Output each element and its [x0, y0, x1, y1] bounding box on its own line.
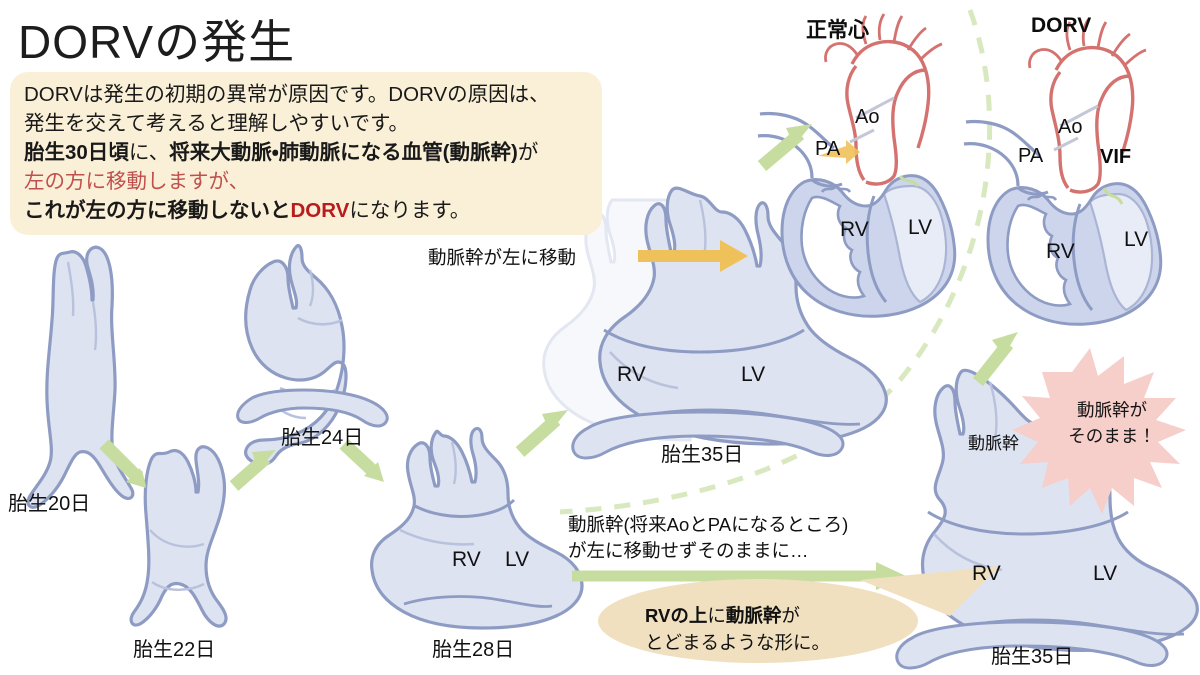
arrow-35top-to-normal	[757, 124, 812, 171]
intro-line-1: DORVは発生の初期の異常が原因です。DORVの原因は、	[24, 83, 550, 106]
intro-line-3-b: に、	[128, 141, 170, 164]
stage-label-day28: 胎生28日	[432, 639, 515, 661]
callout-line-1-b: に	[707, 605, 726, 626]
intro-line-5-b: DORV	[290, 199, 350, 222]
dorv-pa-label: PA	[1018, 145, 1044, 167]
embryo-day35-top-base	[571, 410, 845, 460]
truncus-arteriosus-label: 動脈幹	[968, 434, 1019, 453]
dorv-ao-label: Ao	[1058, 116, 1083, 138]
intro-line-5-c: になります。	[349, 199, 471, 222]
path-explanation: 動脈幹(将来AoとPAになるところ) が左に移動せずそのままに…	[568, 512, 848, 564]
embryo-day24-base	[236, 388, 389, 428]
intro-line-3: 胎生30日頃に、将来大動脈・肺動脈になる血管(動脈幹)が	[24, 138, 590, 167]
day28-rv-label: RV	[452, 548, 481, 571]
stage-label-day22: 胎生22日	[133, 639, 216, 661]
arrow-28-to-35	[515, 410, 568, 457]
starburst-callout	[1012, 348, 1186, 514]
stage-label-day20: 胎生20日	[8, 493, 91, 515]
day28-lv-label: LV	[505, 548, 530, 571]
embryo-day28	[370, 426, 584, 630]
truncus-moves-left-label: 動脈幹が左に移動	[428, 247, 577, 268]
dorv-heart-title: DORV	[1031, 14, 1092, 37]
callout-line-1: RVの上に動脈幹が	[645, 602, 830, 629]
callout-line-1-c: 動脈幹	[725, 605, 782, 626]
stage-label-day35-bottom: 胎生35日	[991, 646, 1074, 668]
day35top-rv-label: RV	[617, 363, 646, 386]
intro-line-4: 左の方に移動しますが、	[24, 170, 250, 193]
callout-text: RVの上に動脈幹が とどまるような形に。	[645, 602, 830, 656]
normal-lv-label: LV	[908, 216, 933, 239]
day35top-lv-label: LV	[741, 363, 766, 386]
arrow-24-to-28	[339, 439, 384, 482]
dorv-lv-label: LV	[1124, 228, 1149, 251]
callout-ellipse	[598, 566, 1000, 663]
stage-label-day24: 胎生24日	[281, 427, 364, 449]
dorv-rv-label: RV	[1046, 240, 1075, 263]
embryo-day35-bottom-base	[895, 620, 1169, 670]
starburst-text: 動脈幹が そのまま！	[1053, 397, 1171, 449]
intro-line-3-c: 将来大動脈・肺動脈になる血管(動脈幹)	[169, 141, 518, 164]
intro-line-3-a: 胎生30日頃	[24, 141, 129, 164]
arrow-35bottom-to-dorv	[972, 332, 1018, 387]
intro-text-box: DORVは発生の初期の異常が原因です。DORVの原因は、 発生を交えて考えると理…	[10, 72, 602, 235]
intro-line-2: 発生を交えて考えると理解しやすいです。	[24, 112, 409, 135]
page-title: DORVの発生	[18, 16, 296, 68]
intro-line-3-d: が	[517, 141, 539, 164]
day35bottom-rv-label: RV	[972, 562, 1001, 585]
starburst-line-1: 動脈幹が	[1077, 400, 1147, 420]
dashed-green-arc	[559, 9, 993, 515]
arrow-20-to-22-shaft	[99, 439, 146, 488]
day35bottom-lv-label: LV	[1093, 562, 1118, 585]
intro-line-5-a: これが左の方に移動しないと	[24, 199, 291, 222]
callout-line-1-d: が	[781, 605, 800, 626]
embryo-day22	[129, 445, 228, 628]
starburst-line-2: そのまま！	[1068, 426, 1156, 446]
normal-heart-diagram	[757, 13, 957, 318]
dorv-vif-label: VIF	[1100, 146, 1132, 168]
callout-line-2: とどまるような形に。	[645, 632, 831, 653]
callout-line-1-a: RVの上	[645, 605, 708, 626]
arrow-22-to-24	[229, 450, 276, 491]
path-line-2: が左に移動せずそのままに…	[568, 540, 809, 561]
normal-heart-title: 正常心	[806, 19, 869, 42]
stage-label-day35-top: 胎生35日	[661, 444, 744, 466]
embryo-day20	[26, 245, 135, 509]
dorv-heart-diagram	[963, 19, 1163, 326]
orange-shift-arrow	[638, 240, 748, 272]
embryo-day24	[244, 244, 348, 467]
path-line-1: 動脈幹(将来AoとPAになるところ)	[568, 514, 849, 535]
intro-line-5: これが左の方に移動しないとDORVになります。	[24, 196, 590, 225]
normal-ao-label: Ao	[855, 106, 880, 128]
normal-rv-label: RV	[840, 218, 869, 241]
normal-pa-label: PA	[815, 138, 841, 160]
